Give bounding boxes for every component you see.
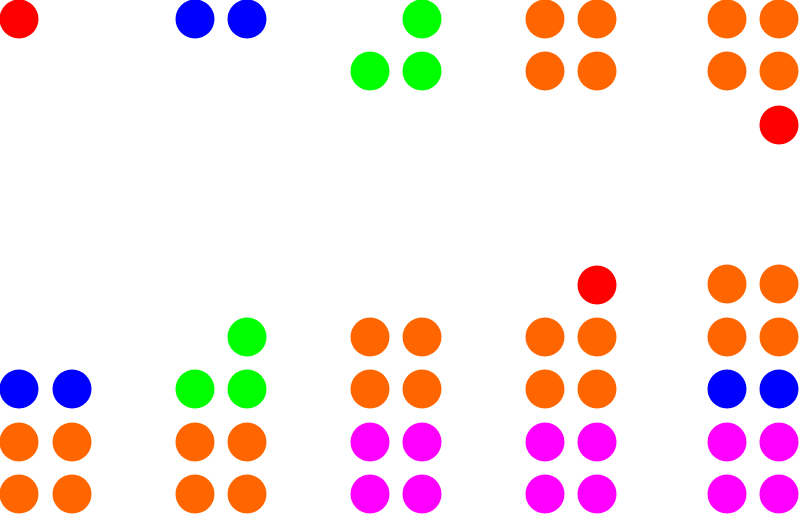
- green-dot: [402, 51, 442, 91]
- dot-group-2: [175, 0, 267, 39]
- blue-dot: [175, 0, 215, 39]
- orange-dot: [52, 474, 92, 514]
- blue-dot: [707, 369, 747, 409]
- green-dot: [350, 51, 390, 91]
- magenta-dot: [577, 422, 617, 462]
- blue-dot: [759, 369, 799, 409]
- orange-dot: [707, 317, 747, 357]
- red-dot: [0, 0, 39, 39]
- orange-dot: [525, 317, 565, 357]
- orange-dot: [227, 422, 267, 462]
- dot-group-3: [350, 0, 442, 91]
- dot-group-5: [707, 0, 799, 145]
- magenta-dot: [525, 474, 565, 514]
- orange-dot: [707, 264, 747, 304]
- dot-group-7: [175, 317, 267, 514]
- magenta-dot: [707, 474, 747, 514]
- orange-dot: [577, 369, 617, 409]
- orange-dot: [0, 422, 39, 462]
- green-dot: [402, 0, 442, 39]
- blue-dot: [227, 0, 267, 39]
- magenta-dot: [402, 422, 442, 462]
- dot-group-8: [350, 317, 442, 514]
- orange-dot: [577, 317, 617, 357]
- orange-dot: [577, 0, 617, 39]
- red-dot: [759, 105, 799, 145]
- magenta-dot: [525, 422, 565, 462]
- orange-dot: [525, 369, 565, 409]
- orange-dot: [175, 474, 215, 514]
- magenta-dot: [350, 474, 390, 514]
- blue-dot: [0, 369, 39, 409]
- orange-dot: [707, 0, 747, 39]
- dot-group-1: [0, 0, 39, 39]
- magenta-dot: [577, 474, 617, 514]
- orange-dot: [402, 369, 442, 409]
- orange-dot: [175, 422, 215, 462]
- red-dot: [577, 265, 617, 305]
- dot-group-10: [707, 264, 799, 514]
- orange-dot: [350, 317, 390, 357]
- magenta-dot: [759, 474, 799, 514]
- orange-dot: [350, 369, 390, 409]
- dot-group-9: [525, 265, 617, 514]
- orange-dot: [227, 474, 267, 514]
- magenta-dot: [350, 422, 390, 462]
- orange-dot: [402, 317, 442, 357]
- magenta-dot: [759, 422, 799, 462]
- orange-dot: [759, 0, 799, 39]
- green-dot: [227, 317, 267, 357]
- dot-group-6: [0, 369, 92, 514]
- orange-dot: [707, 51, 747, 91]
- orange-dot: [759, 264, 799, 304]
- dot-group-4: [525, 0, 617, 91]
- blue-dot: [52, 369, 92, 409]
- orange-dot: [525, 0, 565, 39]
- green-dot: [175, 369, 215, 409]
- orange-dot: [759, 317, 799, 357]
- orange-dot: [0, 474, 39, 514]
- orange-dot: [525, 51, 565, 91]
- green-dot: [227, 369, 267, 409]
- orange-dot: [759, 51, 799, 91]
- orange-dot: [577, 51, 617, 91]
- magenta-dot: [707, 422, 747, 462]
- magenta-dot: [402, 474, 442, 514]
- orange-dot: [52, 422, 92, 462]
